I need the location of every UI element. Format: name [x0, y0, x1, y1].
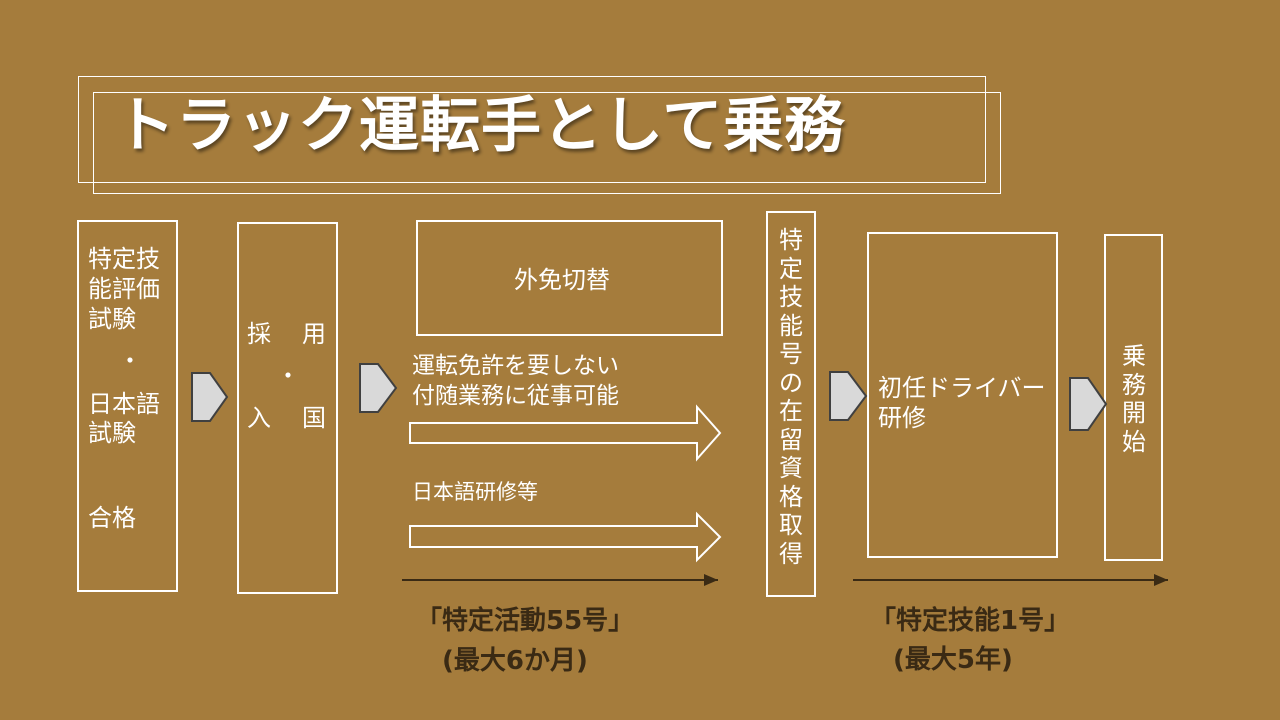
exam-line-4: 日本語: [88, 390, 160, 418]
status-acquisition-char: 得: [779, 540, 803, 569]
chevron-icon: [191, 372, 229, 422]
page-title: トラック運転手として乗務: [115, 91, 846, 161]
entry-char-1: 入: [247, 404, 271, 432]
start-duty-char: 始: [1122, 427, 1146, 456]
exam-line-1: 特定技: [88, 245, 160, 273]
exam-line-6: 合格: [88, 504, 136, 532]
start-duty-box: [1104, 234, 1163, 561]
duty-note-line-2: 付随業務に従事可能: [412, 383, 619, 409]
activity55-label: 「特定活動55号」: [416, 606, 635, 636]
start-duty-label: 乗務開始: [1121, 342, 1147, 456]
start-duty-char: 開: [1122, 399, 1146, 428]
license-switch-label: 外免切替: [514, 266, 610, 294]
exam-line-2: 能評価: [88, 275, 160, 303]
chevron-icon: [1069, 377, 1108, 431]
status-acquisition-char: 技: [779, 283, 803, 312]
status-acquisition-char: 格: [779, 482, 803, 511]
hire-char-1: 採: [247, 320, 271, 348]
duty-note-line-1: 運転免許を要しない: [412, 353, 619, 379]
status-acquisition-char: 取: [779, 511, 803, 540]
title-frame-outer: [78, 76, 986, 183]
status-acquisition-char: 定: [779, 254, 803, 283]
driver-training-line-1: 初任ドライバー: [878, 374, 1046, 402]
driver-training-box: [867, 232, 1058, 558]
title-frame-inner: [93, 92, 1001, 194]
chevron-icon: [359, 363, 398, 413]
start-duty-char: 乗: [1122, 342, 1146, 370]
exam-line-5: 試験: [88, 419, 136, 447]
status-acquisition-char: 在: [779, 397, 803, 426]
driver-training-line-2: 研修: [878, 404, 926, 432]
license-switch-box: [416, 220, 723, 336]
exam-dot: ・: [118, 347, 142, 375]
training-arrow: [409, 511, 722, 563]
chevron-icon: [191, 363, 1108, 431]
skill1-label: 「特定技能1号」: [870, 606, 1071, 636]
hire-char-2: 用: [302, 320, 326, 348]
exam-pass-box: [77, 220, 178, 592]
exam-line-3: 試験: [88, 305, 136, 333]
activity55-limit: (最大6か月): [442, 646, 588, 676]
skill1-limit: (最大5年): [893, 645, 1013, 675]
status-acquisition-char: 号: [779, 340, 803, 369]
status-acquisition-char: 特: [779, 226, 803, 254]
status-acquisition-char: 能: [779, 311, 803, 340]
status-acquisition-box: [766, 211, 816, 597]
status-acquisition-char: の: [779, 368, 803, 397]
status-acquisition-char: 資: [779, 454, 803, 483]
status-acquisition-char: 留: [779, 425, 803, 454]
hire-dot: ・: [276, 362, 300, 390]
duty-arrow: [409, 404, 722, 462]
entry-char-2: 国: [302, 404, 326, 432]
chevron-icon: [829, 371, 868, 421]
status-acquisition-label: 特定技能号の在留資格取得: [778, 226, 804, 569]
start-duty-char: 務: [1122, 370, 1146, 399]
hire-entry-box: [237, 222, 338, 594]
japanese-training-label: 日本語研修等: [412, 480, 538, 504]
